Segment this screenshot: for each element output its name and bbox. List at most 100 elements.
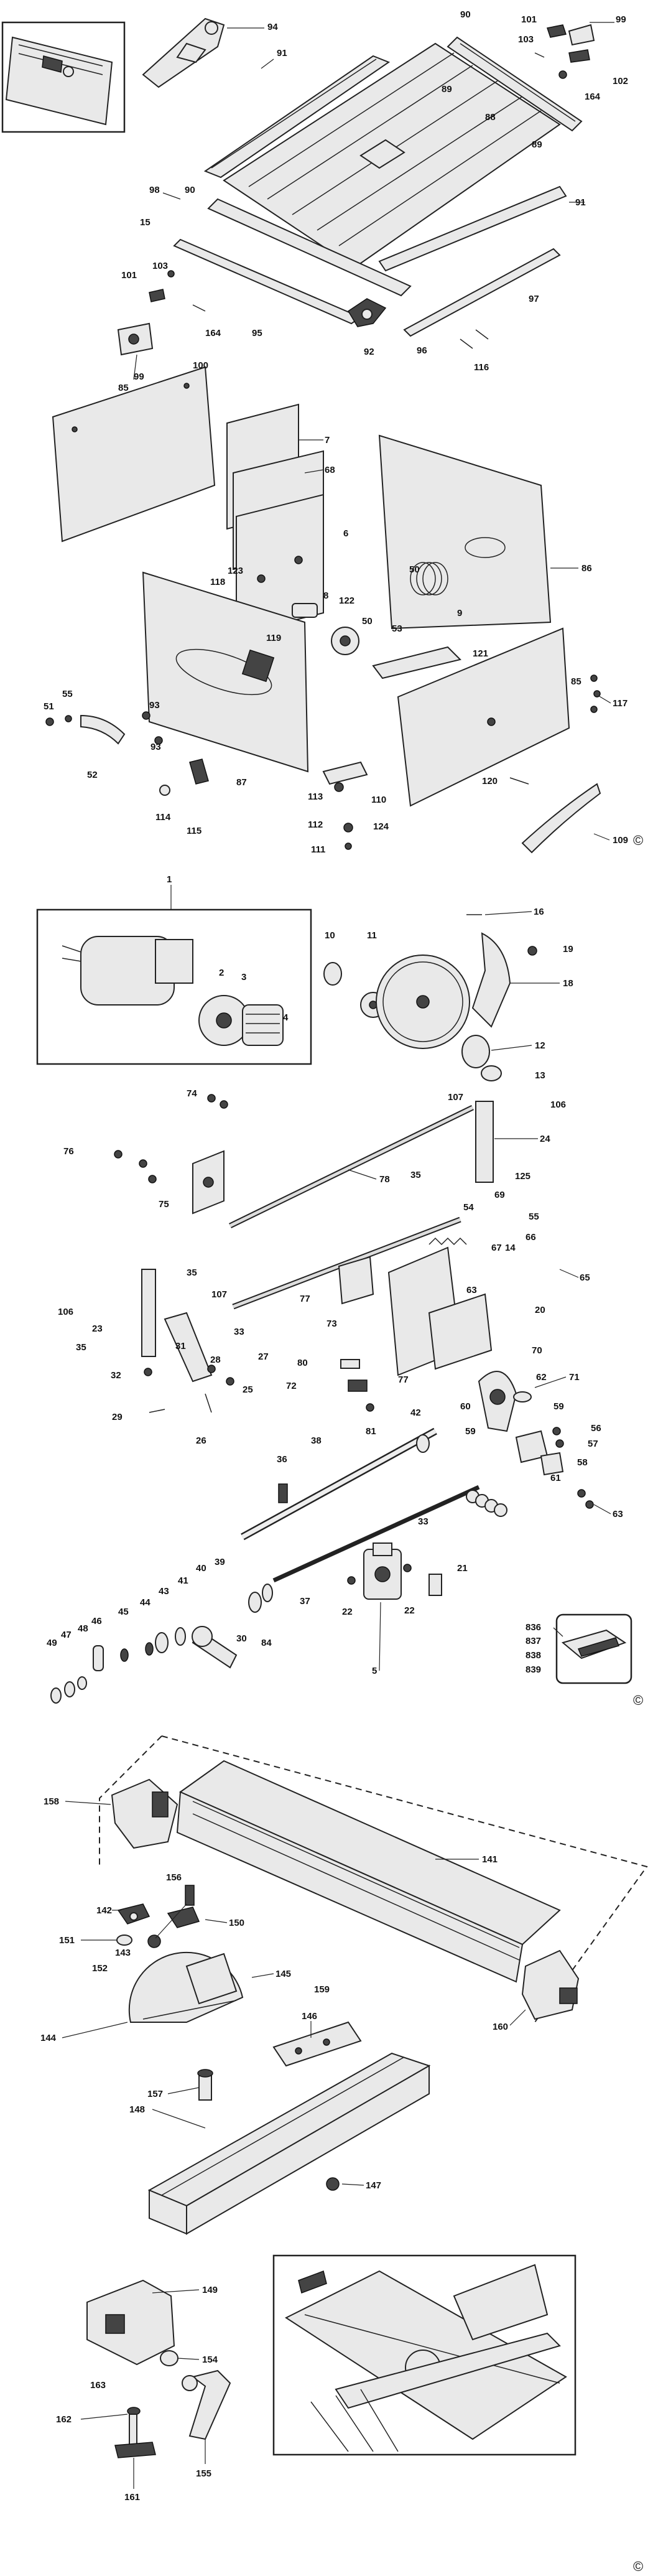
part-85-side-panel-right xyxy=(397,627,570,807)
svg-text:31: 31 xyxy=(175,1341,186,1351)
svg-text:159: 159 xyxy=(314,1984,330,1995)
svg-text:6: 6 xyxy=(343,528,348,539)
part-54-spring xyxy=(428,1237,467,1246)
svg-text:75: 75 xyxy=(159,1199,169,1210)
svg-text:89: 89 xyxy=(532,139,542,150)
svg-text:48: 48 xyxy=(78,1623,88,1634)
part-40-crank-handle xyxy=(192,1626,238,1669)
motor-detail-box xyxy=(36,908,312,1065)
svg-text:113: 113 xyxy=(308,791,323,802)
part-24-arm xyxy=(475,1101,494,1183)
part-95-lower-rail xyxy=(173,238,363,325)
cabinet-fasteners xyxy=(142,674,601,850)
svg-text:50: 50 xyxy=(362,616,373,627)
svg-text:73: 73 xyxy=(327,1318,337,1329)
part-99-clamp-left xyxy=(117,322,154,356)
part-146-guide-plate xyxy=(272,2021,362,2067)
part-97-lower-rail xyxy=(403,248,561,337)
svg-text:95: 95 xyxy=(252,328,262,338)
svg-text:66: 66 xyxy=(526,1232,536,1243)
svg-text:59: 59 xyxy=(465,1426,476,1437)
svg-text:146: 146 xyxy=(302,2011,317,2022)
section-table-cabinet: 94 90 101 99 103 102 164 91 89 88 89 98 … xyxy=(1,9,643,855)
part-36-knob xyxy=(278,1483,288,1503)
part-160-fence-clamp xyxy=(521,1949,580,2020)
part-94-bevel-lever xyxy=(142,17,225,88)
section1-labels: 94 90 101 99 103 102 164 91 89 88 89 98 … xyxy=(44,9,643,855)
svg-text:99: 99 xyxy=(134,371,144,382)
svg-text:85: 85 xyxy=(118,383,129,393)
part-50-spring xyxy=(410,562,448,595)
part-26-29-pins xyxy=(144,1365,234,1413)
svg-text:35: 35 xyxy=(76,1342,86,1353)
part-53-bracket xyxy=(372,646,461,679)
section-fence-mitre: 158 141 156 142 150 151 143 145 152 159 … xyxy=(40,1735,648,2574)
part-90-right-rail xyxy=(447,36,583,132)
svg-text:101: 101 xyxy=(121,270,137,281)
part-116-bolts xyxy=(460,329,489,349)
part-101-103-fasteners-left xyxy=(149,270,206,312)
svg-text:10: 10 xyxy=(325,930,335,941)
svg-text:58: 58 xyxy=(577,1457,588,1468)
svg-text:77: 77 xyxy=(300,1294,310,1304)
part-144-mitre-protractor xyxy=(128,1951,244,2023)
svg-text:101: 101 xyxy=(521,14,537,25)
svg-text:124: 124 xyxy=(373,821,389,832)
section2-labels: 1 2 3 4 10 11 16 19 18 12 13 106 107 24 … xyxy=(47,874,643,1708)
svg-text:16: 16 xyxy=(534,907,544,917)
svg-text:57: 57 xyxy=(588,1439,598,1449)
part-12-arbor-flange xyxy=(461,1035,502,1081)
svg-text:51: 51 xyxy=(44,701,54,712)
part-147-screw xyxy=(326,2177,340,2191)
svg-text:161: 161 xyxy=(124,2492,140,2503)
svg-text:86: 86 xyxy=(581,563,592,574)
svg-text:8: 8 xyxy=(323,590,328,601)
svg-text:61: 61 xyxy=(550,1473,561,1483)
svg-text:13: 13 xyxy=(535,1070,545,1081)
svg-text:125: 125 xyxy=(515,1171,530,1182)
svg-text:71: 71 xyxy=(569,1372,580,1383)
svg-text:©: © xyxy=(633,2559,643,2574)
part-143-151-nut xyxy=(116,1934,161,1948)
svg-text:23: 23 xyxy=(92,1323,103,1334)
svg-text:150: 150 xyxy=(229,1918,244,1928)
svg-text:107: 107 xyxy=(448,1092,463,1103)
assembled-view-inset xyxy=(272,2254,577,2456)
section-motor-arbor: 1 2 3 4 10 11 16 19 18 12 13 106 107 24 … xyxy=(36,874,643,1708)
svg-text:117: 117 xyxy=(613,698,628,709)
svg-text:69: 69 xyxy=(494,1190,505,1200)
svg-text:147: 147 xyxy=(366,2180,381,2191)
svg-text:77: 77 xyxy=(398,1374,409,1385)
svg-text:55: 55 xyxy=(529,1211,539,1222)
svg-text:27: 27 xyxy=(258,1351,269,1362)
part-37-threaded-rod xyxy=(272,1485,480,1583)
svg-text:32: 32 xyxy=(111,1370,121,1381)
part-119-pulley xyxy=(331,627,359,655)
svg-text:110: 110 xyxy=(371,795,386,805)
svg-text:©: © xyxy=(633,1692,643,1708)
rail-clamp-hardware xyxy=(534,24,595,79)
svg-text:119: 119 xyxy=(266,633,281,643)
svg-text:112: 112 xyxy=(308,819,323,830)
svg-text:96: 96 xyxy=(417,345,427,356)
svg-text:156: 156 xyxy=(166,1872,182,1883)
svg-text:838: 838 xyxy=(526,1650,541,1661)
part-52-scale xyxy=(45,714,126,745)
svg-text:30: 30 xyxy=(236,1633,247,1644)
svg-text:163: 163 xyxy=(90,2380,106,2391)
svg-text:145: 145 xyxy=(276,1969,291,1979)
part-10-washer xyxy=(323,962,342,986)
svg-text:91: 91 xyxy=(277,48,287,58)
section3-labels: 158 141 156 142 150 151 143 145 152 159 … xyxy=(40,1796,643,2574)
part-91-left-rail xyxy=(203,55,391,179)
part-6-mount-plate xyxy=(236,493,324,636)
svg-text:70: 70 xyxy=(532,1345,542,1356)
svg-text:45: 45 xyxy=(118,1607,129,1617)
svg-text:15: 15 xyxy=(140,217,151,228)
svg-text:109: 109 xyxy=(613,835,628,846)
section1-leaders xyxy=(133,22,614,841)
svg-text:44: 44 xyxy=(140,1597,151,1608)
part-70-lever xyxy=(478,1371,517,1432)
part-18-riving-knife xyxy=(471,932,511,1028)
part-836-839-kit-box xyxy=(555,1613,632,1684)
